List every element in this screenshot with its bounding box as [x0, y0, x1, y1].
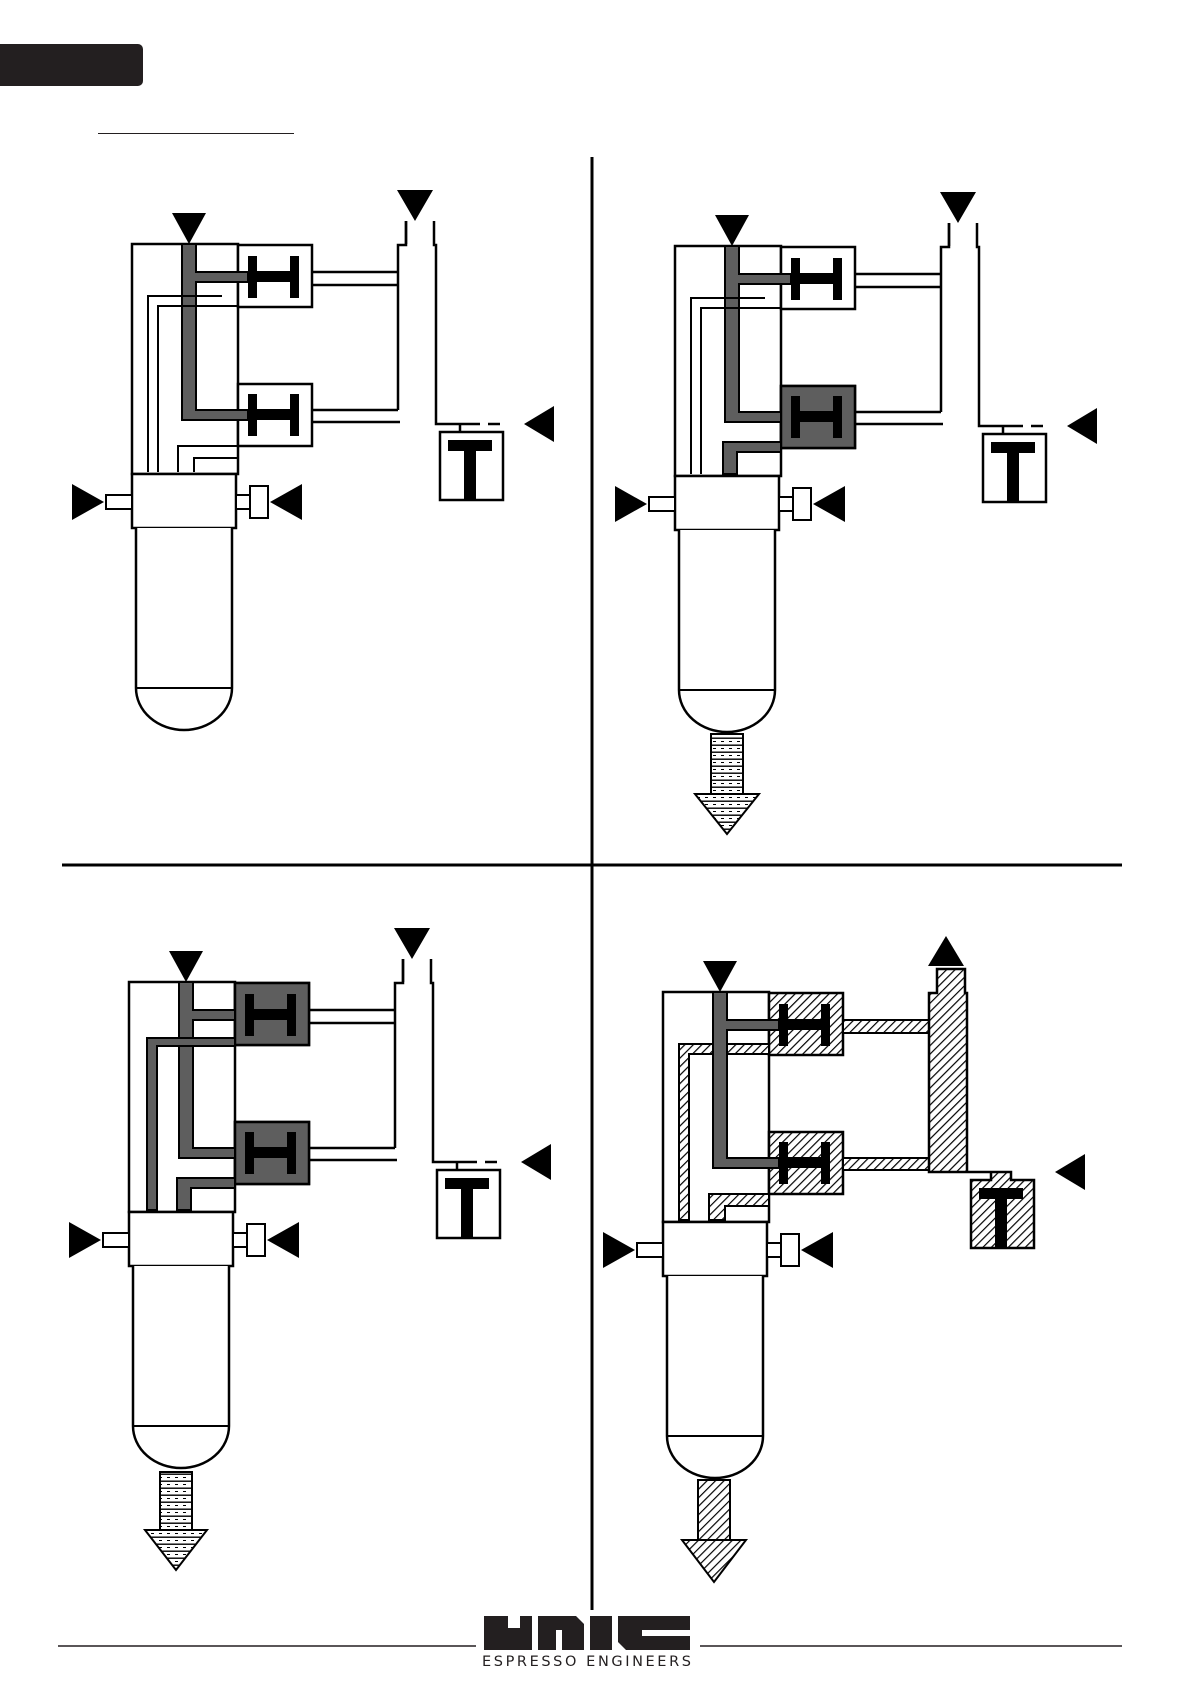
brand-tagline: ESPRESSO ENGINEERS — [482, 1654, 692, 1670]
outflow-arrow — [695, 734, 759, 834]
brand-logo — [484, 1616, 690, 1650]
panel-top-right — [615, 192, 1097, 834]
panel-top-left — [72, 190, 554, 730]
panel-bottom-left — [69, 928, 551, 1570]
panel-bottom-right — [603, 936, 1085, 1582]
outflow-arrow — [682, 1480, 746, 1582]
exhaust-up-arrow-icon — [928, 936, 964, 966]
outflow-arrow — [145, 1472, 207, 1570]
